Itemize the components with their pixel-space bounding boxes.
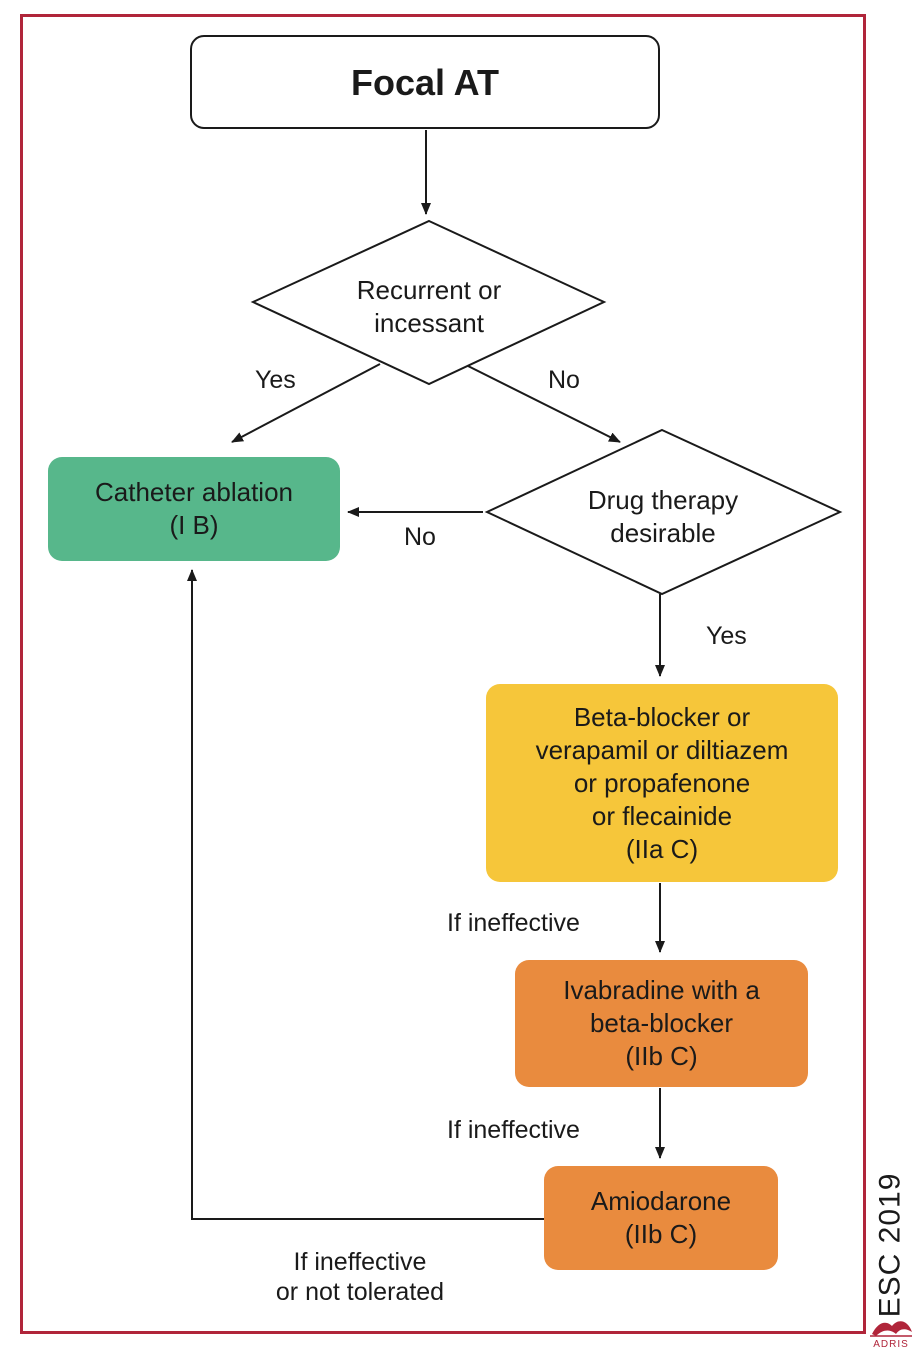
ivabradine-node: Ivabradine with a beta-blocker (IIb C) — [515, 960, 808, 1087]
amiodarone-line1: Amiodarone — [590, 1186, 732, 1216]
label-return-line1: If ineffective — [293, 1248, 427, 1276]
decision2-line1: Drug therapy — [587, 485, 739, 515]
label-if-ineffective-1: If ineffective — [447, 909, 580, 937]
label-return-line2: or not tolerated — [275, 1278, 445, 1306]
decision2-line2: desirable — [610, 518, 716, 548]
decision-diamond-drug-therapy — [484, 428, 843, 596]
label-no-decision1: No — [548, 366, 580, 394]
catheter-line1: Catheter ablation — [94, 477, 294, 507]
ivabradine-line1: Ivabradine with a — [563, 975, 760, 1005]
esc-2019-watermark: ESC 2019 — [868, 1173, 912, 1318]
label-if-ineffective-2: If ineffective — [447, 1116, 580, 1144]
watermark-text: ESC 2019 — [873, 1172, 907, 1318]
decision1-line1: Recurrent or — [356, 275, 502, 305]
label-yes-decision2: Yes — [706, 622, 747, 650]
amiodarone-line2: (IIb C) — [624, 1219, 698, 1249]
figure-frame — [20, 14, 866, 1334]
decision1-line2: incessant — [374, 308, 484, 338]
decision-diamond-recurrent — [250, 219, 607, 386]
drugs-line3: or propafenone — [573, 767, 751, 798]
arrow-yes-to-catheter — [231, 363, 381, 443]
decision1-text: Recurrent or incessant — [300, 274, 558, 340]
first-line-drugs-node: Beta-blocker or verapamil or diltiazem o… — [486, 684, 838, 882]
ivabradine-line3: (IIb C) — [625, 1041, 698, 1071]
catheter-line2: (I B) — [169, 510, 219, 540]
drugs-line5: (IIa C) — [625, 833, 699, 864]
amiodarone-node: Amiodarone (IIb C) — [544, 1166, 778, 1270]
start-node-label: Focal AT — [350, 61, 499, 103]
label-yes-decision1: Yes — [255, 366, 296, 394]
ivabradine-line2: beta-blocker — [589, 1008, 734, 1038]
drugs-line4: or flecainide — [591, 800, 733, 831]
arrow-amiodarone-to-catheter — [187, 569, 544, 1220]
drugs-line1: Beta-blocker or — [573, 701, 751, 732]
start-node-focal-at: Focal AT — [190, 35, 660, 129]
catheter-ablation-node: Catheter ablation (I B) — [48, 457, 340, 561]
label-no-decision2: No — [404, 523, 436, 551]
drugs-line2: verapamil or diltiazem — [535, 734, 789, 765]
adris-logo: ADRIS — [870, 1321, 912, 1350]
label-if-ineffective-or-not-tolerated: If ineffective or not tolerated — [250, 1247, 470, 1307]
decision2-text: Drug therapy desirable — [530, 484, 796, 550]
adris-logo-text: ADRIS — [873, 1339, 909, 1350]
arrow-no-to-decision2 — [467, 365, 621, 443]
